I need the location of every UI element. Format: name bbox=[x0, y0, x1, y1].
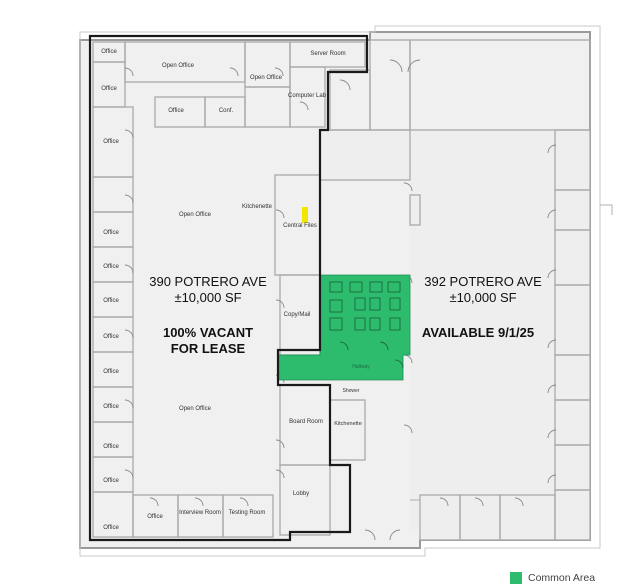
room-server-room: Server Room bbox=[310, 51, 345, 57]
room-lobby: Lobby bbox=[293, 491, 309, 497]
listing-390-status-2: FOR LEASE bbox=[171, 341, 246, 356]
listing-390-size: ±10,000 SF bbox=[174, 290, 241, 305]
room-kitchenette: Kitchenette bbox=[242, 204, 273, 210]
room-open-office-main: Open Office bbox=[179, 212, 212, 218]
suite-390-boundary bbox=[88, 34, 369, 542]
room-office-2: Office bbox=[101, 86, 117, 92]
listing-392-address: 392 POTRERO AVE bbox=[424, 274, 542, 289]
listing-392-size: ±10,000 SF bbox=[449, 290, 516, 305]
legend: Common Area bbox=[510, 572, 595, 584]
building-392-floor bbox=[320, 130, 590, 540]
room-board-room: Board Room bbox=[289, 419, 323, 425]
entry-canopy bbox=[600, 204, 613, 215]
room-hallway: Hallway bbox=[352, 364, 370, 370]
building-outline bbox=[79, 25, 601, 557]
legend-label-common-area: Common Area bbox=[528, 572, 596, 584]
room-shower: Shower bbox=[343, 388, 360, 394]
room-conf: Conf. bbox=[219, 108, 234, 114]
room-central-files: Central Files bbox=[283, 223, 317, 229]
listing-390-address: 390 POTRERO AVE bbox=[149, 274, 267, 289]
common-area bbox=[277, 274, 411, 381]
room-copy-mail: Copy/Mail bbox=[284, 312, 311, 318]
room-office-left: Office bbox=[103, 298, 119, 304]
listing-392-status: AVAILABLE 9/1/25 bbox=[422, 325, 534, 340]
room-open-office-top-right: Open Office bbox=[250, 75, 283, 81]
room-office-left-1: Office bbox=[103, 139, 119, 145]
listing-390-status: 100% VACANT bbox=[163, 325, 253, 340]
room-open-office-bottom: Open Office bbox=[179, 406, 212, 412]
room-office-left: Office bbox=[103, 404, 119, 410]
room-office-left: Office bbox=[103, 369, 119, 375]
room-office-left: Office bbox=[103, 525, 119, 531]
room-office-left: Office bbox=[103, 334, 119, 340]
room-interview-room: Interview Room bbox=[179, 510, 221, 516]
room-office-left: Office bbox=[103, 444, 119, 450]
entry-gap-bottom bbox=[410, 499, 421, 530]
room-computer-lab: Computer Lab bbox=[288, 93, 327, 99]
room-office-left: Office bbox=[103, 264, 119, 270]
restroom-fixtures bbox=[329, 281, 404, 369]
room-kitchenette-2: Kitchenette bbox=[334, 421, 362, 427]
central-files-marker bbox=[302, 207, 308, 223]
room-testing-room: Testing Room bbox=[229, 510, 266, 516]
room-open-office-top: Open Office bbox=[162, 63, 195, 69]
room-office-bottom: Office bbox=[147, 514, 163, 520]
room-office-left: Office bbox=[103, 230, 119, 236]
legend-swatch-common-area bbox=[510, 572, 522, 584]
room-office-mid: Office bbox=[168, 108, 184, 114]
room-office-1: Office bbox=[101, 49, 117, 55]
room-office-left: Office bbox=[103, 478, 119, 484]
